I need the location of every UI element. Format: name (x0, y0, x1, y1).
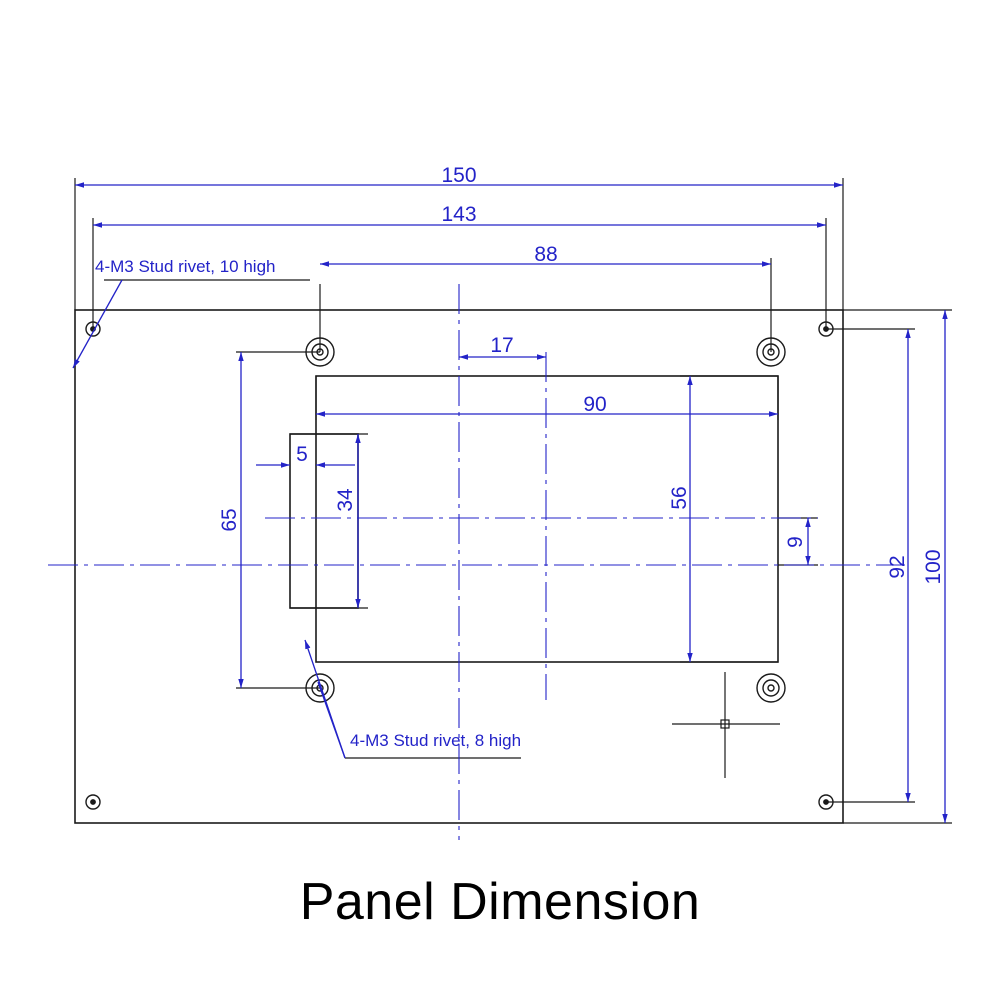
dim-center-offset: 9 (784, 536, 807, 548)
dim-overall-height: 100 (922, 549, 945, 584)
dim-window-height: 56 (668, 486, 691, 509)
crosshair-mark (672, 672, 780, 778)
dimension-lines (75, 182, 948, 823)
dim-window-width: 90 (583, 393, 606, 416)
centerlines (48, 284, 905, 840)
dim-hole-pitch-width: 143 (441, 203, 476, 226)
corner-hole-bottom-right (818, 794, 834, 810)
note-corner-holes: 4-M3 Stud rivet, 10 high (95, 257, 275, 276)
dim-hole-pitch-height: 92 (886, 555, 909, 578)
dim-window-offset: 17 (490, 334, 513, 357)
corner-hole-bottom-left (85, 794, 101, 810)
stud-rivets (305, 337, 786, 703)
corner-hole-top-right (818, 321, 834, 337)
dimension-labels: 150 143 88 17 90 5 34 65 56 9 92 100 4-M… (95, 164, 945, 750)
stud-rivet-top-left (305, 337, 335, 367)
note-inner-studs: 4-M3 Stud rivet, 8 high (350, 731, 521, 750)
stud-rivet-top-right (756, 337, 786, 367)
page-title: Panel Dimension (299, 873, 701, 931)
dim-tab-width: 5 (296, 443, 308, 466)
window-cutout (315, 375, 779, 663)
dim-stud-pitch-width: 88 (534, 243, 557, 266)
dim-overall-width: 150 (441, 164, 476, 187)
leader-corner-holes (72, 279, 123, 369)
dim-stud-pitch-height: 65 (218, 508, 241, 531)
dim-tab-height: 34 (334, 488, 357, 512)
extension-lines (74, 178, 952, 824)
note-leaders (72, 279, 346, 759)
stud-rivet-bottom-right (756, 673, 786, 703)
leader-inner-studs-b (317, 681, 346, 759)
stud-rivet-bottom-left (305, 673, 335, 703)
